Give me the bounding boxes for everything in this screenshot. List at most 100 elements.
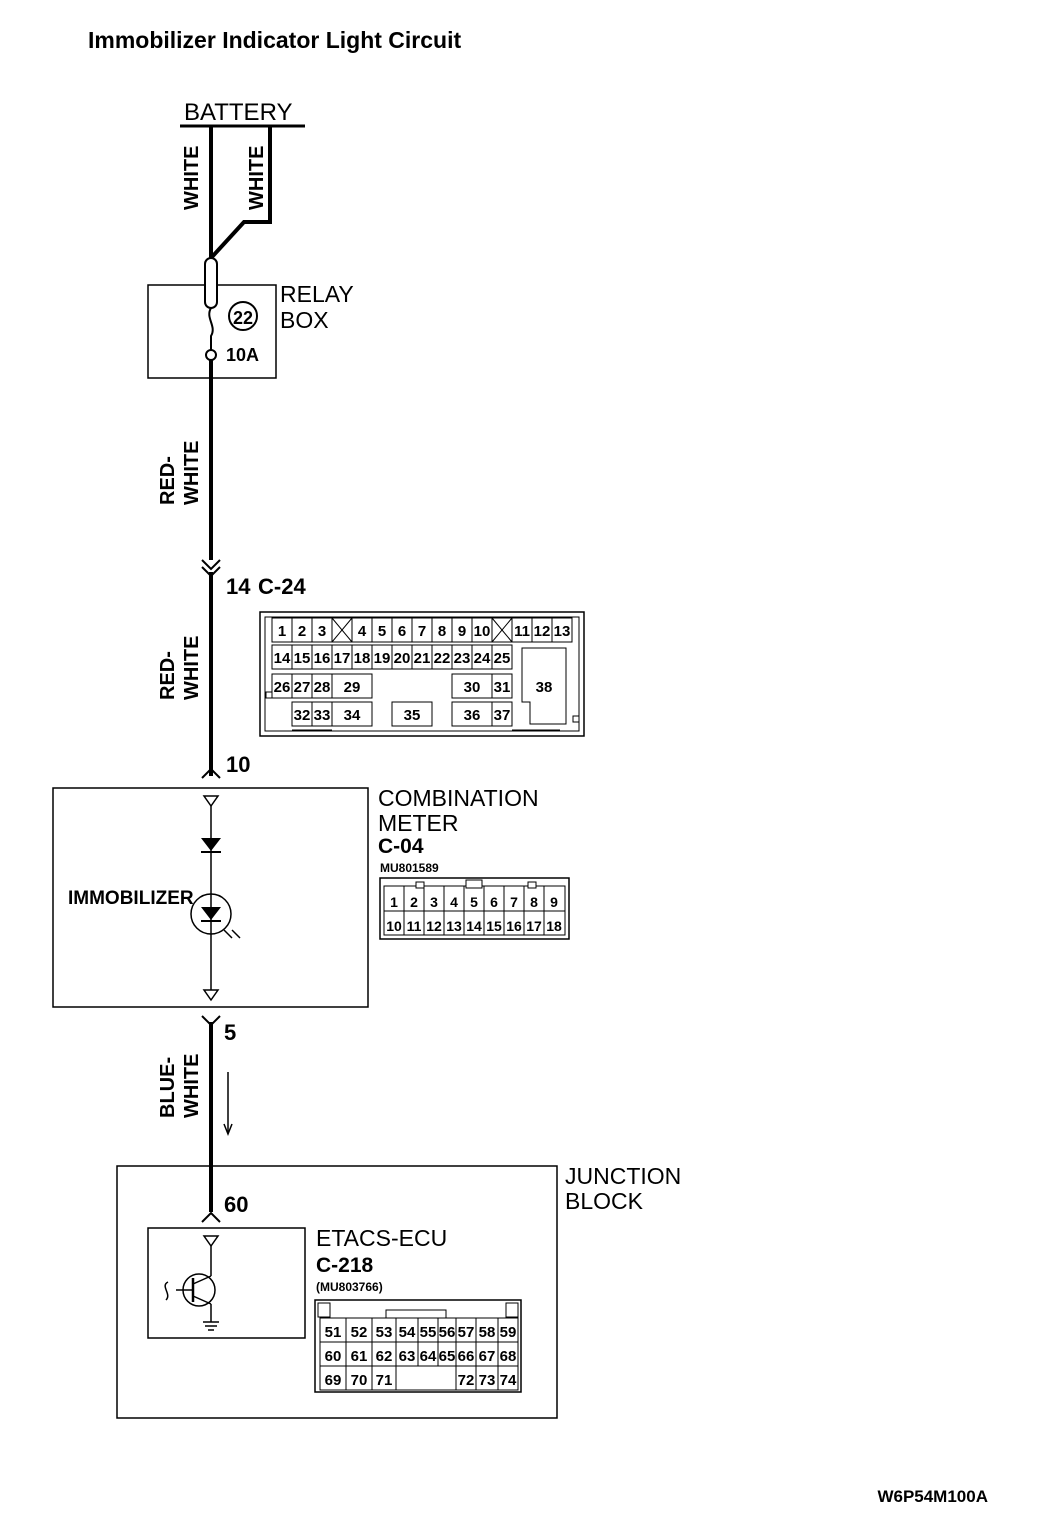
svg-text:15: 15	[294, 650, 311, 667]
wire-color-white-left: WHITE	[181, 146, 203, 210]
wire-upper-color-1: RED-	[157, 456, 179, 505]
wire-middle-color-1: RED-	[157, 651, 179, 700]
svg-text:17: 17	[334, 650, 351, 667]
svg-text:32: 32	[294, 707, 311, 724]
connector-chevron-icon	[201, 559, 221, 571]
junction-block-box	[116, 1165, 558, 1419]
svg-text:24: 24	[474, 650, 491, 667]
svg-text:29: 29	[344, 679, 361, 696]
figure-code: W6P54M100A	[877, 1487, 988, 1506]
svg-text:14: 14	[274, 650, 291, 667]
etacs-ecu-label: ETACS-ECU	[316, 1225, 447, 1251]
svg-text:4: 4	[450, 894, 458, 910]
svg-text:62: 62	[376, 1348, 393, 1365]
svg-text:53: 53	[376, 1324, 393, 1341]
svg-text:11: 11	[514, 623, 530, 640]
wire-color-white-right: WHITE	[246, 146, 268, 210]
svg-text:6: 6	[398, 623, 406, 640]
svg-text:59: 59	[500, 1324, 517, 1341]
svg-text:63: 63	[399, 1348, 416, 1365]
svg-text:60: 60	[325, 1348, 342, 1365]
svg-text:2: 2	[410, 894, 418, 910]
svg-text:55: 55	[420, 1324, 437, 1341]
svg-text:23: 23	[454, 650, 471, 667]
fuse-terminal	[205, 349, 217, 361]
wire-lower-color-2: WHITE	[181, 1054, 203, 1118]
svg-text:21: 21	[414, 650, 431, 667]
svg-text:6: 6	[490, 894, 498, 910]
svg-text:66: 66	[458, 1348, 475, 1365]
connector-c04-pin-labels: 1 2 3 4 5 6 7 8 9 10 11 12 13 14 15 16 1…	[386, 894, 562, 934]
svg-text:16: 16	[314, 650, 331, 667]
svg-text:7: 7	[510, 894, 518, 910]
junction-block-label-1: JUNCTION	[565, 1163, 681, 1189]
battery-wire-right	[209, 126, 272, 260]
svg-text:4: 4	[358, 623, 367, 640]
svg-text:18: 18	[354, 650, 371, 667]
terminal-triangle-icon	[202, 1235, 220, 1248]
page-title: Immobilizer Indicator Light Circuit	[88, 27, 461, 53]
svg-text:26: 26	[274, 679, 291, 696]
svg-text:25: 25	[494, 650, 511, 667]
svg-text:9: 9	[458, 623, 466, 640]
connector-c24-name: C-24	[258, 574, 306, 599]
svg-text:67: 67	[479, 1348, 496, 1365]
svg-text:70: 70	[351, 1372, 368, 1389]
connector-c218-face	[314, 1299, 522, 1393]
diode-icon	[201, 838, 221, 851]
svg-text:5: 5	[378, 623, 386, 640]
svg-text:18: 18	[546, 918, 562, 934]
wire-upper-color-2: WHITE	[181, 441, 203, 505]
svg-text:13: 13	[446, 918, 462, 934]
svg-text:16: 16	[506, 918, 522, 934]
junction-block-label-2: BLOCK	[565, 1188, 644, 1214]
etacs-ecu-connector: C-218	[316, 1254, 374, 1277]
svg-text:28: 28	[314, 679, 331, 696]
light-ray-icon	[231, 929, 241, 939]
svg-text:71: 71	[376, 1372, 393, 1389]
pin-10-label: 10	[226, 752, 250, 777]
connector-c218-pin-labels: 51 52 53 54 55 56 57 58 59 60 61 62 63 6…	[325, 1324, 517, 1389]
svg-text:1: 1	[278, 623, 286, 640]
connector-c04-face	[379, 877, 570, 940]
terminal-triangle-icon	[202, 795, 220, 808]
svg-text:13: 13	[554, 623, 571, 640]
pin-5-label: 5	[224, 1020, 236, 1045]
svg-text:72: 72	[458, 1372, 475, 1389]
fuse-rating: 10A	[226, 345, 259, 365]
battery-label: BATTERY	[184, 99, 292, 126]
combination-meter-box	[52, 787, 369, 1008]
fusible-link-icon	[204, 257, 218, 309]
svg-text:69: 69	[325, 1372, 342, 1389]
svg-text:34: 34	[344, 707, 361, 724]
svg-text:64: 64	[420, 1348, 437, 1365]
relay-box-label-1: RELAY	[280, 281, 354, 307]
svg-text:14: 14	[466, 918, 482, 934]
connector-chevron-icon	[201, 1211, 221, 1223]
connector-c24-pin-labels: 1 2 3 4 5 6 7 8 9 10 11 12 13 14 15 16 1…	[274, 623, 571, 724]
combination-meter-label-1: COMBINATION	[378, 785, 539, 811]
fuse-number-circle	[228, 301, 258, 331]
svg-text:33: 33	[314, 707, 331, 724]
svg-text:31: 31	[494, 679, 511, 696]
light-ray-icon	[223, 929, 233, 939]
indicator-lamp-icon	[190, 893, 232, 935]
combination-meter-connector: C-04	[378, 835, 424, 858]
svg-text:56: 56	[439, 1324, 456, 1341]
svg-text:10: 10	[474, 623, 491, 640]
svg-text:37: 37	[494, 707, 511, 724]
svg-text:19: 19	[374, 650, 391, 667]
svg-text:9: 9	[550, 894, 558, 910]
svg-text:57: 57	[458, 1324, 475, 1341]
signal-wave-icon	[164, 1281, 169, 1301]
svg-text:10: 10	[386, 918, 402, 934]
immobilizer-lamp-label: IMMOBILIZER	[68, 888, 194, 909]
svg-text:20: 20	[394, 650, 411, 667]
connector-c24-face	[259, 611, 585, 737]
wire-middle-color-2: WHITE	[181, 636, 203, 700]
svg-text:73: 73	[479, 1372, 496, 1389]
svg-text:74: 74	[500, 1372, 517, 1389]
svg-text:51: 51	[325, 1324, 342, 1341]
svg-text:8: 8	[530, 894, 538, 910]
